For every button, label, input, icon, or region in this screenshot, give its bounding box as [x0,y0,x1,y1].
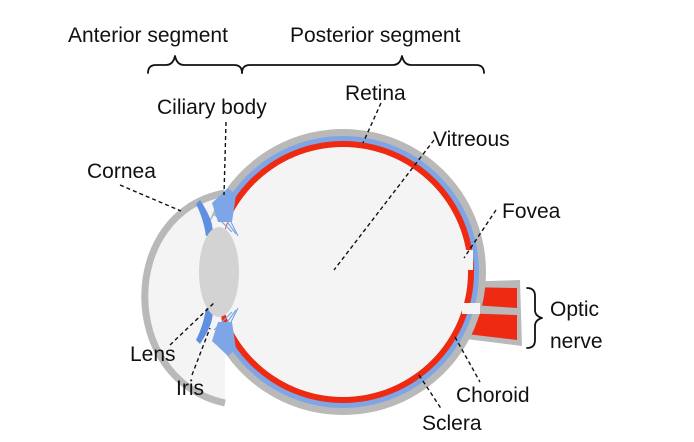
leader-retina [362,102,382,144]
iris-lower [196,308,213,344]
leader-iris [191,327,211,376]
ciliary-body-upper [212,188,236,222]
optic-nerve-label-line1: Optic [550,298,599,321]
ciliary-body-label: Ciliary body [157,96,267,119]
retina-label: Retina [345,82,406,105]
optic-nerve-label-line2: nerve [550,330,603,353]
zonular-fibers [213,211,239,333]
vitreous-body [218,147,468,397]
iris-label: Iris [176,377,204,400]
sclera-label: Sclera [422,412,482,435]
posterior-segment-label: Posterior segment [290,24,461,47]
lens [199,227,239,317]
optic-nerve-brace [526,287,543,349]
cornea-label: Cornea [87,160,156,183]
leader-lens [169,301,216,346]
vitreous-label: Vitreous [433,128,510,151]
leader-fovea [463,209,497,259]
leader-lines [119,102,497,411]
lens-label: Lens [130,343,176,366]
ciliary-body-lower [212,322,236,356]
iris-upper [196,200,213,236]
choroid-label: Choroid [456,384,530,407]
optic-disc-gap [462,303,480,314]
eyeball [141,129,486,415]
anterior-segment-label: Anterior segment [68,24,228,47]
anterior-segment-brace [147,55,243,74]
leader-vitreous [333,139,435,271]
leader-choroid [454,336,481,383]
fovea-pit [461,250,473,270]
fovea-label: Fovea [502,200,561,223]
posterior-segment-brace [241,55,485,74]
leader-cornea [119,184,182,212]
leader-ciliary-body [223,121,227,196]
